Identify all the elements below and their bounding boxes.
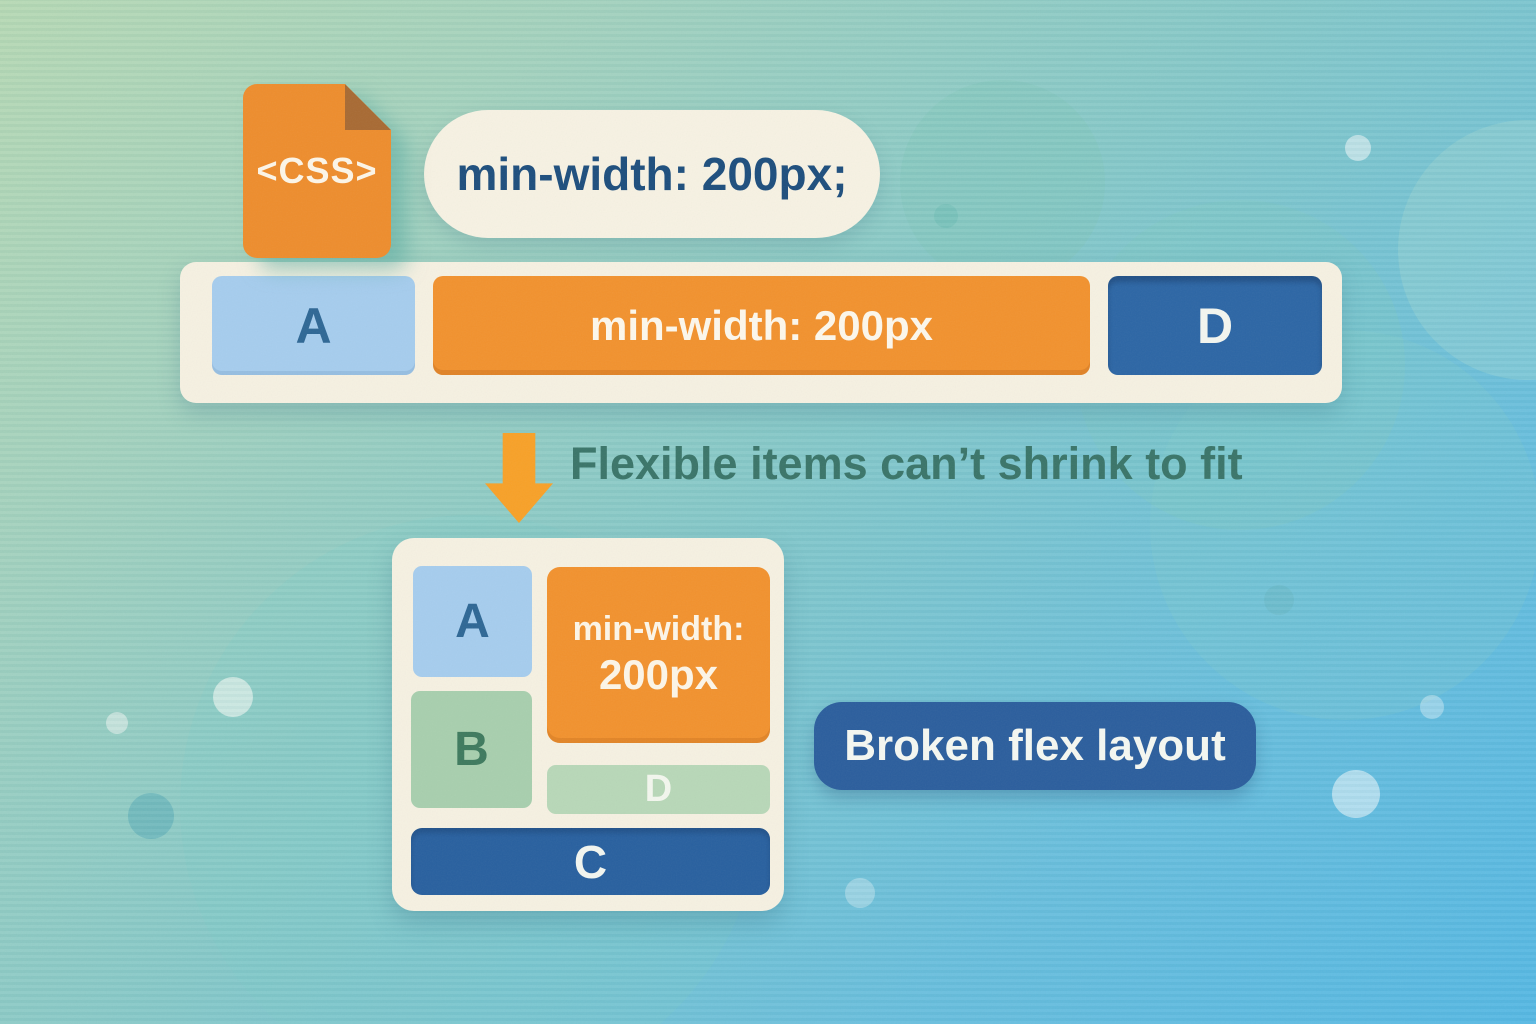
broken-item-a: A: [413, 566, 532, 677]
flex-item-a: A: [212, 276, 415, 375]
decorative-bubble: [1420, 695, 1444, 719]
broken-flex-container: A min-width: 200px B D C: [392, 538, 784, 911]
wide-flex-container: A min-width: 200px D: [180, 262, 1342, 403]
code-snippet-text: min-width: 200px;: [456, 148, 848, 200]
decorative-bubble: [1264, 585, 1294, 615]
broken-item-c: C: [411, 828, 770, 895]
down-arrow-icon: [485, 433, 553, 523]
decorative-bubble: [106, 712, 128, 734]
arrow-caption: Flexible items can’t shrink to fit: [570, 438, 1243, 489]
decorative-bubble: [934, 204, 958, 228]
decorative-bubble: [1332, 770, 1380, 818]
decorative-bubble: [128, 793, 174, 839]
css-file-icon-sheet: <CSS>: [243, 84, 391, 258]
broken-item-b: B: [411, 691, 532, 808]
decorative-bubble: [213, 677, 253, 717]
min-width-line2: 200px: [598, 651, 719, 699]
broken-flex-layout-badge: Broken flex layout: [814, 702, 1256, 790]
css-file-icon-label: <CSS>: [256, 150, 378, 191]
decorative-bubble: [900, 80, 1105, 285]
badge-label: Broken flex layout: [844, 721, 1226, 770]
code-speech-bubble: min-width: 200px;: [424, 110, 880, 238]
flex-item-d: D: [1108, 276, 1322, 375]
broken-item-min-width: min-width: 200px: [547, 567, 770, 743]
decorative-bubble: [1345, 135, 1371, 161]
min-width-line1: min-width:: [572, 610, 745, 649]
broken-item-d: D: [547, 765, 770, 814]
flex-item-min-width: min-width: 200px: [433, 276, 1090, 375]
decorative-bubble: [845, 878, 875, 908]
decorative-bubble: [1398, 120, 1536, 380]
css-file-icon: <CSS>: [243, 84, 391, 258]
